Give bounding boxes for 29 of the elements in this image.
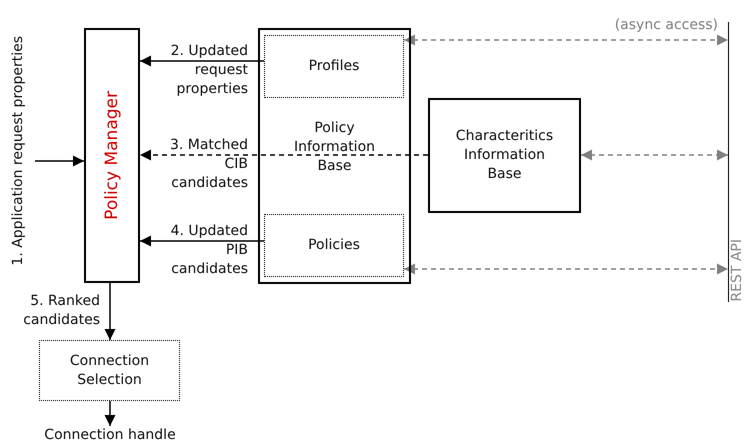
arrow [35,156,84,166]
process-box [39,340,180,401]
arrow [140,236,264,246]
arrow [140,150,428,160]
component-box [428,98,581,213]
input-label: 1. Application request properties [8,36,26,266]
edge-label: (async access) [614,16,718,35]
subcomponent-box [264,214,404,277]
subcomponent-title: Profiles [308,57,360,76]
component-title: Policy Manager [102,91,122,220]
arrow [404,264,728,274]
process-title: Connection Selection [68,352,150,390]
subcomponent-title: Policies [308,236,360,255]
arrow [104,283,116,340]
edge-label: 2. Updated request properties [170,42,248,99]
component-box [258,28,411,284]
edge-label: 3. Matched CIB candidates [168,136,248,193]
component-title: Characteritics Information Base [454,127,554,184]
component-box [84,28,140,283]
output-label: Connection handle [44,426,176,445]
edge-label: 5. Ranked candidates [22,292,100,330]
arrow [104,401,116,426]
arrow [581,150,728,160]
edge-label: 4. Updated PIB candidates [170,222,248,279]
api-label: REST API [728,239,746,302]
arrow [140,56,264,66]
arrow [404,34,728,46]
subcomponent-box [264,35,404,98]
component-title: Policy Information Base [292,118,376,176]
